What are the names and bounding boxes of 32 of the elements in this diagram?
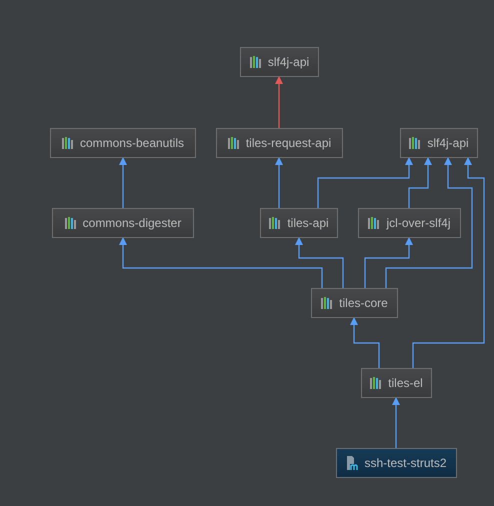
arrow: [275, 76, 283, 128]
node-label: jcl-over-slf4j: [386, 216, 450, 230]
node-label: tiles-el: [388, 376, 423, 390]
arrow: [385, 157, 473, 288]
arrow: [392, 397, 400, 448]
library-box: [361, 368, 432, 398]
module-box: [336, 448, 457, 478]
library-box: [311, 288, 398, 318]
arrow: [295, 237, 344, 288]
library-box: [52, 208, 194, 238]
arrow: [364, 237, 413, 288]
arrow: [317, 157, 413, 208]
library-box: [50, 128, 196, 158]
arrow: [275, 157, 283, 208]
node-label: tiles-request-api: [246, 136, 332, 150]
node-label: slf4j-api: [268, 55, 310, 69]
arrow: [412, 157, 485, 368]
arrow: [119, 237, 323, 288]
node-label: tiles-core: [339, 296, 388, 310]
library-box: [358, 208, 461, 238]
node-label: commons-digester: [82, 216, 182, 230]
node-label: ssh-test-struts2: [364, 456, 447, 470]
library-box: [400, 128, 478, 158]
library-box: [260, 208, 338, 238]
arrow: [408, 157, 432, 208]
node-label: commons-beanutils: [80, 136, 184, 150]
arrow: [350, 317, 380, 368]
library-box: [216, 128, 343, 158]
arrow: [119, 157, 127, 208]
node-label: tiles-api: [287, 216, 329, 230]
node-label: slf4j-api: [427, 136, 469, 150]
library-box: [240, 47, 319, 77]
